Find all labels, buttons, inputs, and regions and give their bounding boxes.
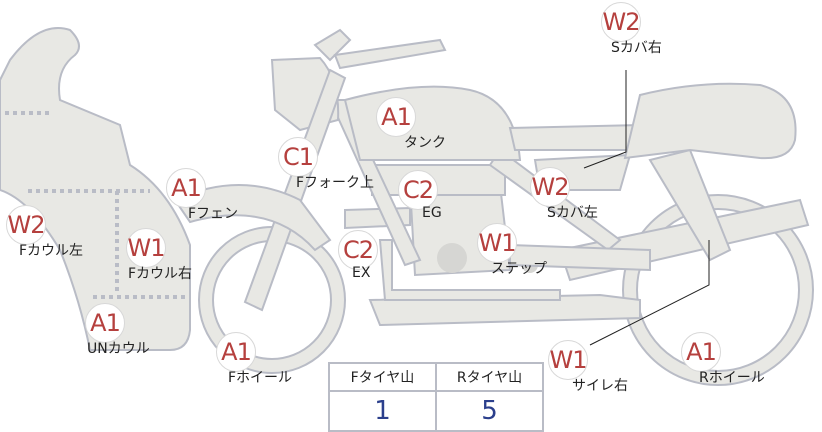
damage-code-badge: W1: [477, 223, 517, 263]
part-name: Sカバ右: [611, 40, 662, 56]
damage-code-badge: A1: [376, 97, 416, 137]
front-tire-header: Fタイヤ山: [328, 362, 437, 392]
damage-code-badge: A1: [216, 332, 256, 372]
damage-code-badge: C2: [338, 230, 378, 270]
part-name: Fカウル右: [128, 266, 193, 282]
damage-code-badge: W1: [548, 340, 588, 380]
part-name: サイレ右: [572, 378, 628, 394]
front-tire-value: 1: [328, 390, 437, 432]
rear-wheel: [623, 195, 813, 385]
rear-tire-value: 5: [435, 390, 544, 432]
part-name: ステップ: [491, 261, 547, 277]
part-name: Sカバ左: [547, 205, 598, 221]
damage-code-badge: W1: [126, 228, 166, 268]
part-name: Rホイール: [699, 370, 765, 386]
part-name: EX: [352, 265, 371, 281]
damage-code-badge: W2: [6, 205, 46, 245]
part-name: Fフォーク上: [296, 175, 375, 191]
damage-code-badge: A1: [85, 303, 125, 343]
part-name: Fカウル左: [19, 243, 84, 259]
damage-code-badge: C1: [278, 137, 318, 177]
damage-code-badge: A1: [681, 332, 721, 372]
damage-code-badge: A1: [166, 168, 206, 208]
part-name: タンク: [404, 135, 446, 151]
part-name: Fホイール: [228, 370, 293, 386]
damage-code-badge: W2: [601, 2, 641, 42]
damage-code-badge: W2: [530, 167, 570, 207]
damage-code-badge: C2: [398, 170, 438, 210]
part-name: Fフェン: [188, 206, 239, 222]
rear-tire-header: Rタイヤ山: [435, 362, 544, 392]
part-name: EG: [422, 205, 442, 221]
tire-tread-table: Fタイヤ山 Rタイヤ山 1 5: [328, 362, 544, 432]
part-name: UNカウル: [87, 341, 150, 357]
